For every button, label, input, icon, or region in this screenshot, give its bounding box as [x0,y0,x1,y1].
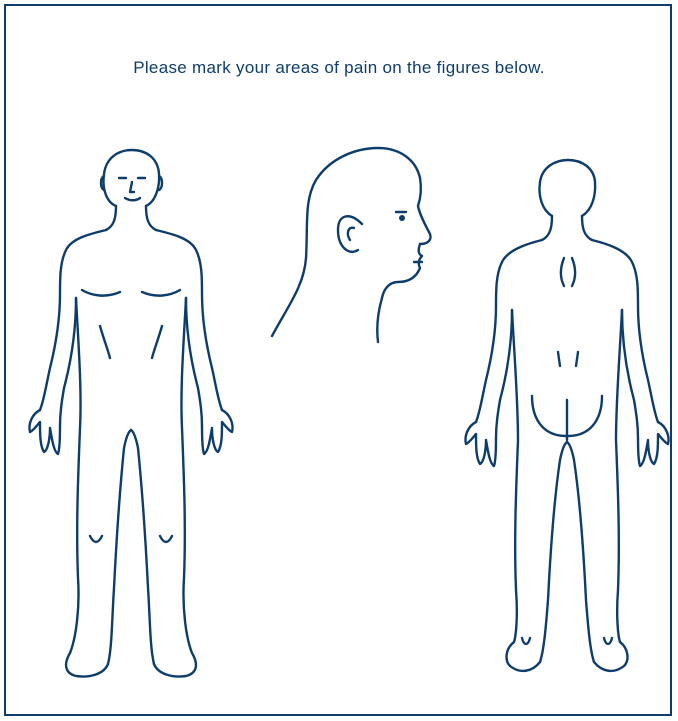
ear-outline [338,216,362,251]
instruction-text: Please mark your areas of pain on the fi… [0,58,678,78]
head-profile-figure[interactable] [268,146,438,351]
body-front-figure[interactable] [20,148,230,683]
body-back-figure[interactable] [460,160,670,685]
